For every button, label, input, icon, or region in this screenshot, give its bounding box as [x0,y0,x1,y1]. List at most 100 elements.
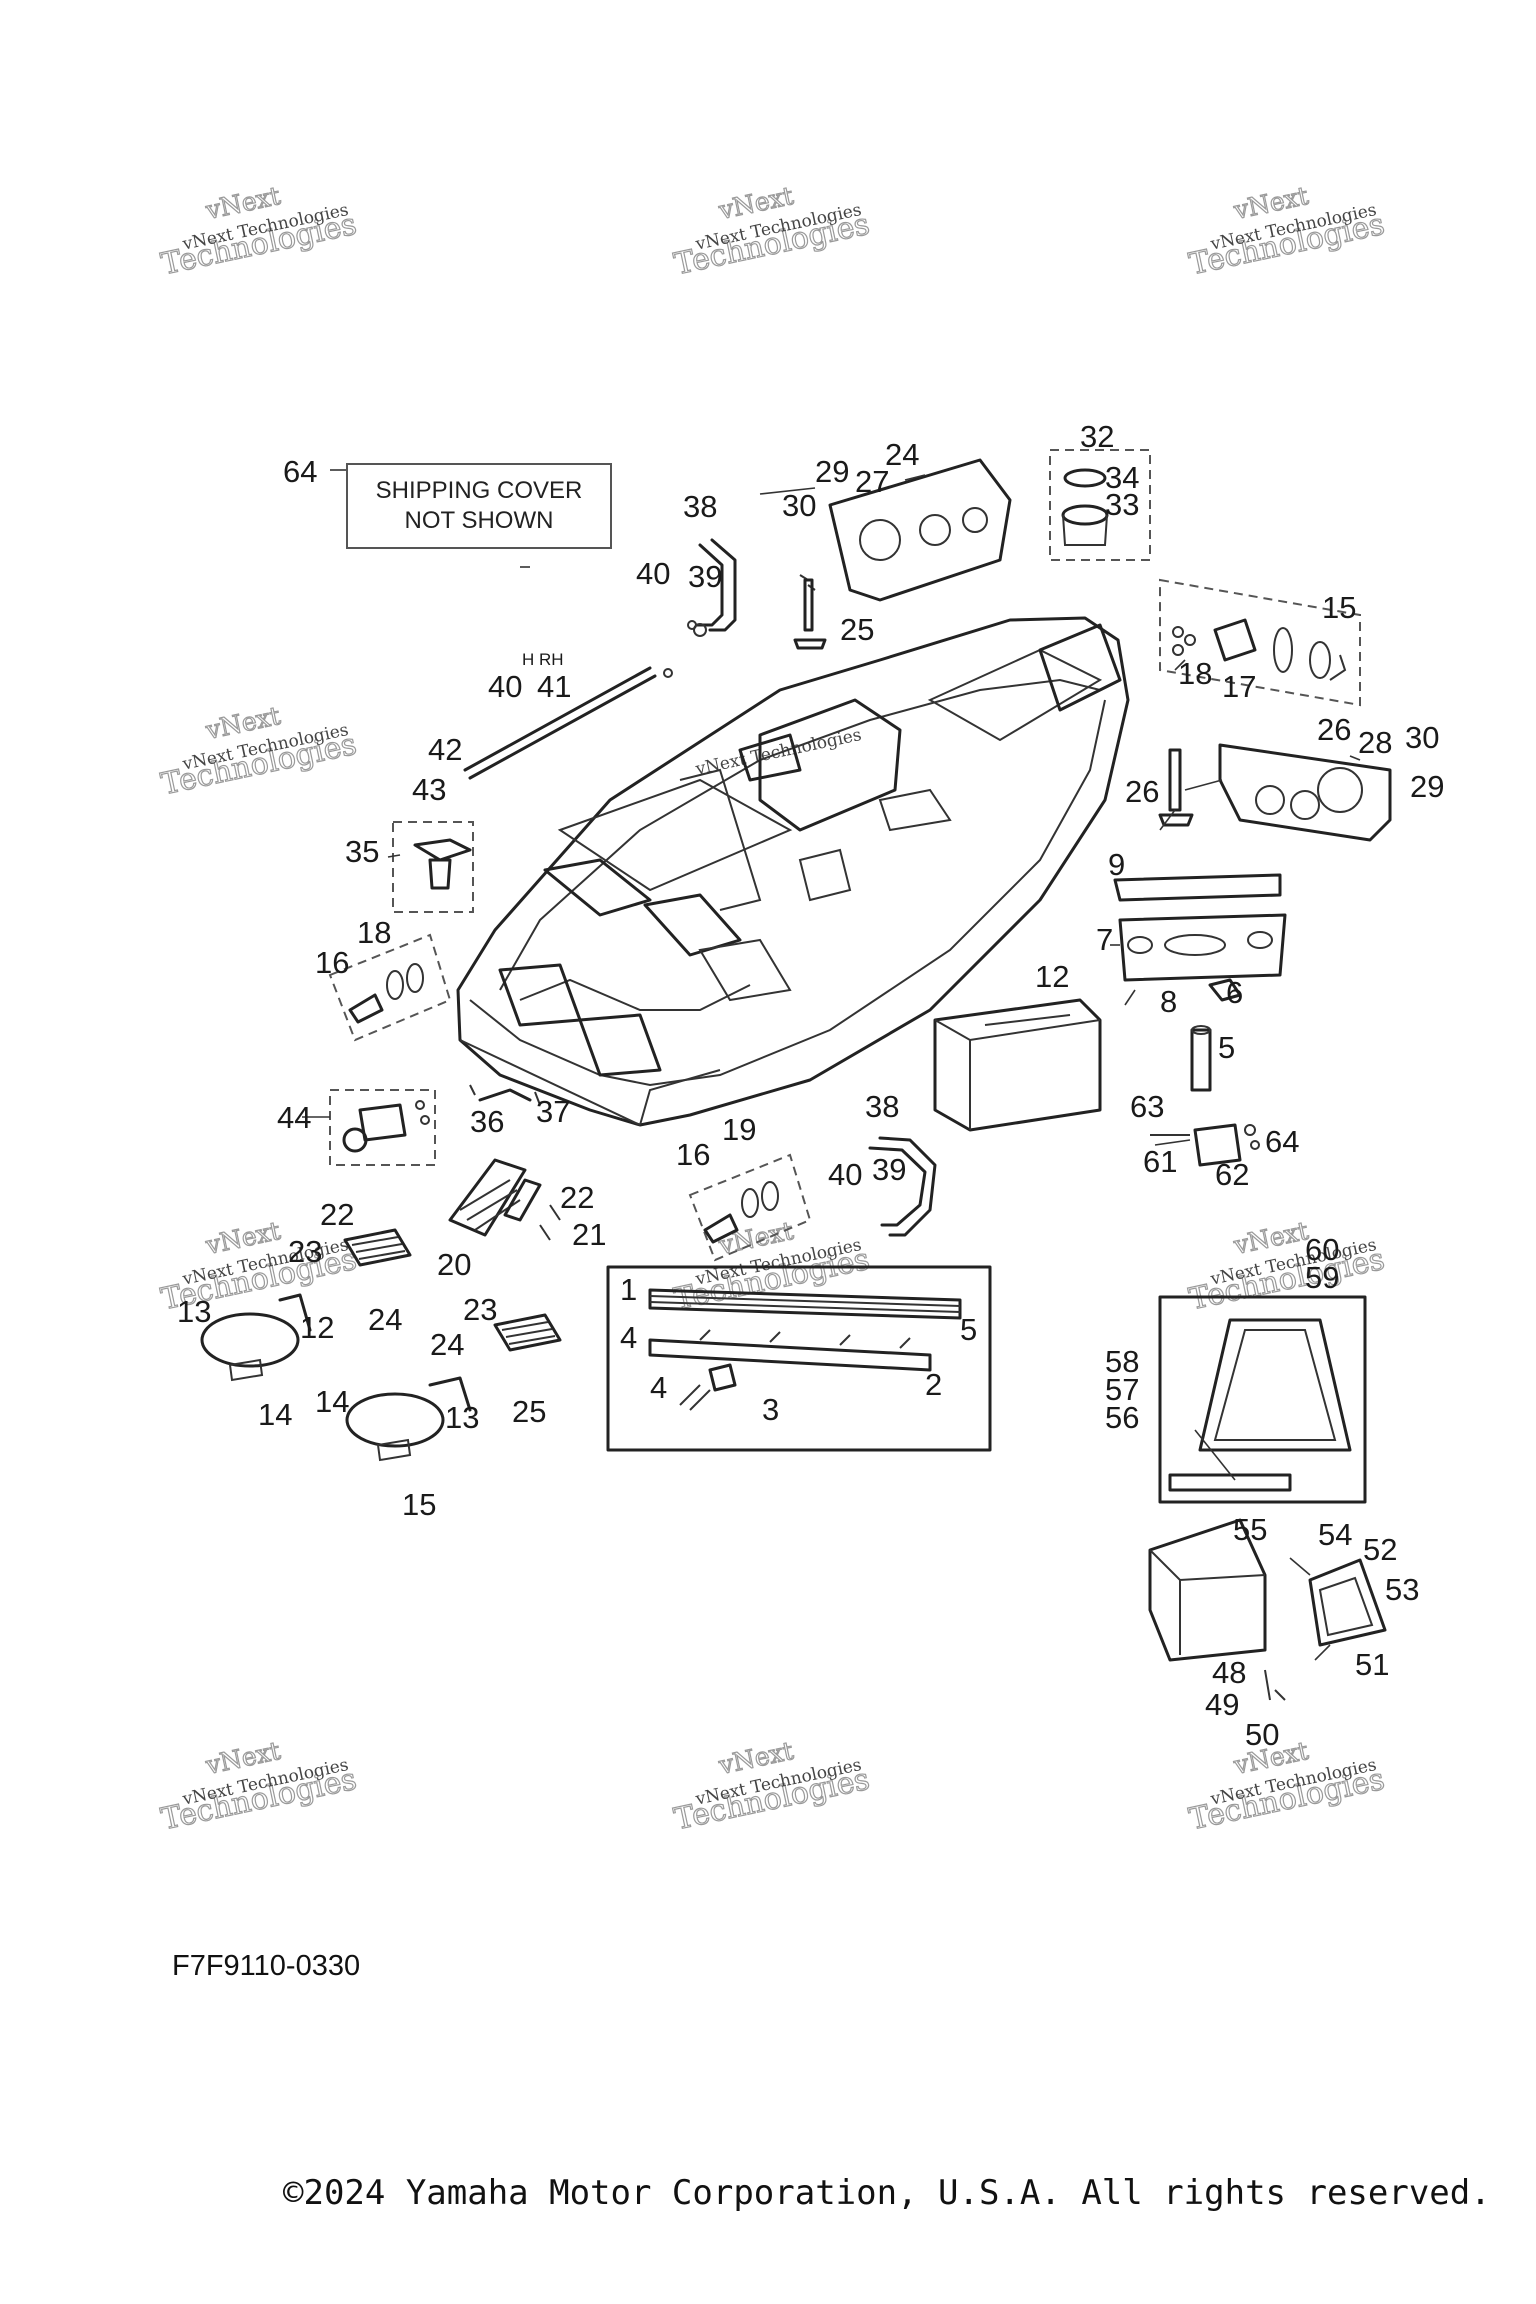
rod-drawing [463,666,673,780]
pedestal-drawing [1190,978,1242,1092]
callout-18: 18 [357,915,391,950]
callout-23: 24 [430,1327,464,1362]
watermark: Technologies vNext vNext Technologies [1186,180,1389,283]
callout-50: 52 [1363,1532,1397,1567]
callout-44: 43 [412,772,446,807]
watermark: Technologies vNext vNext Technologies [1186,1215,1389,1318]
callout-7: 7 [1096,922,1113,957]
watermark: Technologies vNext vNext Technologies [158,1735,361,1838]
grab-rail-drawing [687,538,737,637]
callout-39: 39 [688,559,722,594]
watermark: Technologies vNext vNext Technologies [671,180,874,283]
callout-64: 64 [283,454,317,489]
callout-32: 32 [1080,419,1114,454]
dash-panel-right-drawing [1158,743,1392,842]
callout-24: 24 [368,1302,402,1337]
fastener-group-drawing [1159,578,1361,707]
callout-42: 41 [537,669,571,704]
callout-20: 21 [572,1217,606,1252]
callout-29: 28 [1358,725,1392,760]
dash-panel-drawing [793,458,1012,650]
callout-58: 60 [1305,1232,1339,1267]
cleat-group-drawing [392,821,474,913]
grab-rail-lower-drawing [868,1136,937,1237]
callout-12: 12 [300,1310,334,1345]
callout-4: 4 [620,1320,637,1355]
callout-4: 4 [650,1370,667,1405]
callout-36: 36 [470,1104,504,1139]
callout-labels: 64 38 40 39 24 29 27 30 25 32 34 33 15 1… [177,419,1444,1752]
callout-leaders [302,469,1361,1661]
callout-40: 40 [828,1157,862,1192]
storage-box-drawing [1148,1518,1387,1701]
callout-13: 13 [177,1294,211,1329]
callout-45: 44 [277,1100,311,1135]
callout-52: 54 [1318,1517,1352,1552]
callout-11: 12 [1035,959,1069,994]
watermark: Technologies vNext vNext Technologies [671,1735,874,1838]
callout-14: 14 [258,1397,292,1432]
gauge-group-drawing [1049,449,1151,561]
figure-code: F7F9110-0330 [172,1950,361,1982]
callout-54: 56 [1105,1400,1139,1435]
callout-48: 50 [1245,1717,1279,1752]
callout-43: 42 [428,732,462,767]
callout-53: 55 [1233,1512,1267,1547]
callout-38: 38 [683,489,717,524]
callout-37: 37 [536,1094,570,1129]
callout-41: 40 [488,669,522,704]
callout-56: 58 [1105,1344,1139,1379]
callout-13: 14 [315,1384,349,1419]
boat-hull-drawing [456,616,1130,1127]
step-and-seat-drawing [200,1228,562,1462]
shipping-cover-note: SHIPPING COVER NOT SHOWN [346,463,612,549]
drain-plug-drawing [1150,1123,1260,1167]
callout-38: 38 [865,1089,899,1124]
callout-33: 33 [1105,487,1139,522]
callout-40: 40 [636,556,670,591]
callout-35: 35 [345,834,379,869]
callout-34: 34 [1105,460,1139,495]
callout-16: 16 [315,945,349,980]
callout-29: 27 [855,464,889,499]
callout-24: 25 [512,1394,546,1429]
callout-5: 5 [960,1312,977,1347]
switch-plate-drawing [329,1089,436,1166]
watermark-grid: Technologies vNext vNext Technologies Te… [158,180,1389,1838]
callout-3: 3 [762,1392,779,1427]
callout-55: 57 [1105,1372,1139,1407]
watermark: Technologies vNext vNext Technologies [1186,1735,1389,1838]
callout-22: 23 [463,1292,497,1327]
callout-62: 64 [1265,1124,1299,1159]
callout-26: 25 [840,612,874,647]
callout-22: 22 [320,1197,354,1232]
callout-31: 30 [1405,720,1439,755]
cushion-drawing [1113,873,1287,982]
callout-60: 62 [1215,1157,1249,1192]
callout-8: 6 [1226,975,1243,1010]
callout-12: 13 [445,1400,479,1435]
callout-30: 29 [1410,769,1444,804]
callout-2: 2 [925,1367,942,1402]
side-label: H RH [522,650,564,669]
callout-51: 53 [1385,1572,1419,1607]
callout-10: 9 [1108,847,1125,882]
callout-6: 5 [1218,1030,1235,1065]
callout-47: 49 [1205,1687,1239,1722]
callout-16: 16 [676,1137,710,1172]
callout-59: 61 [1143,1144,1177,1179]
copyright-notice: ©2024 Yamaha Motor Corporation, U.S.A. A… [283,2173,1491,2213]
callout-23: 23 [288,1234,322,1269]
callout-57: 59 [1305,1260,1339,1295]
callout-14: 15 [402,1487,436,1522]
watermark: Technologies vNext vNext Technologies [158,180,361,283]
callout-31: 30 [782,488,816,523]
callout-18: 18 [1178,656,1212,691]
callout-49: 51 [1355,1647,1389,1682]
note-line-2: NOT SHOWN [404,507,554,534]
callout-15: 15 [1322,590,1356,625]
ladder-drawing [448,1158,561,1241]
note-line-1: SHIPPING COVER [375,477,583,504]
callout-61: 63 [1130,1089,1164,1124]
